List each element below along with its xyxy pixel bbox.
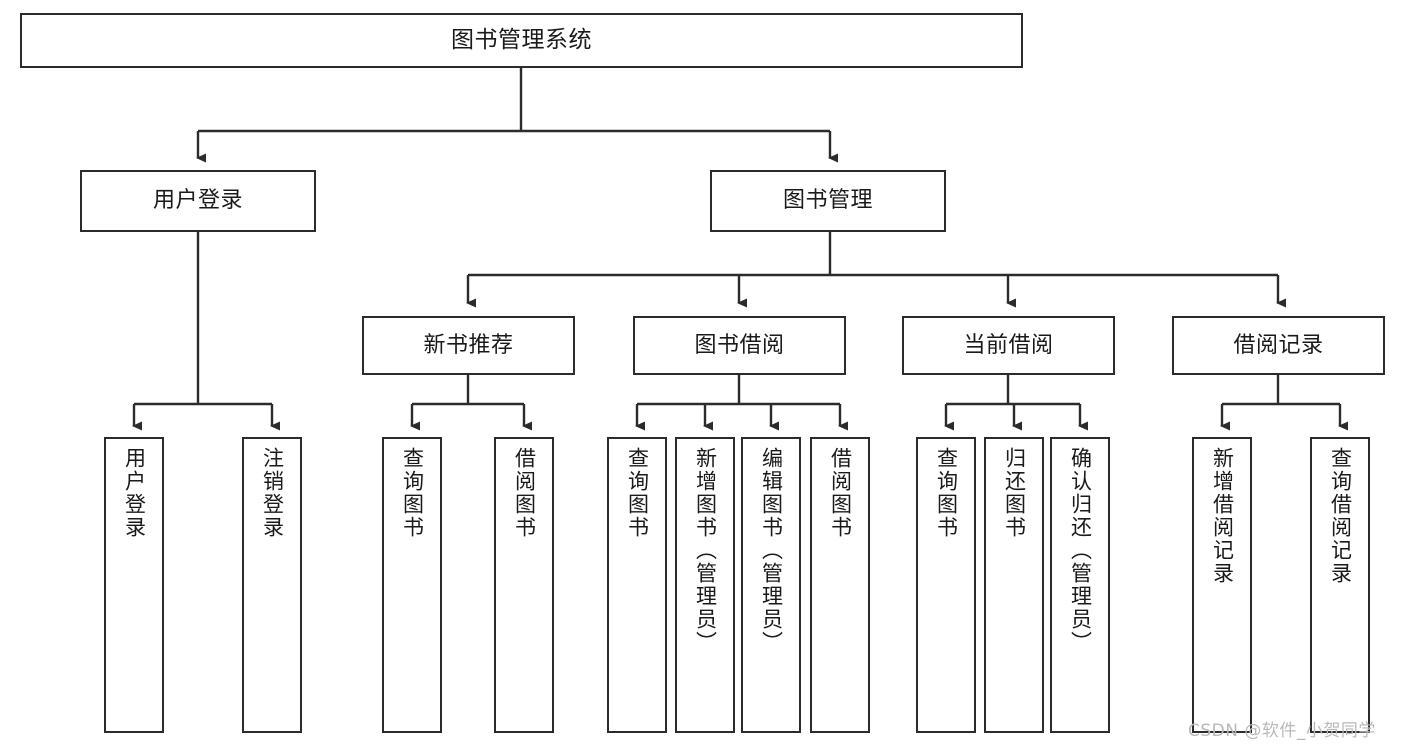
node-root-book-management-system[interactable]: 图书管理系统	[20, 13, 1023, 68]
leaf-book-borrow-add-admin[interactable]: 新增图书（管理员）	[675, 437, 735, 733]
node-user-login[interactable]: 用户登录	[80, 170, 316, 232]
node-label: 查询借阅记录	[1328, 447, 1353, 585]
leaf-new-book-borrow[interactable]: 借阅图书	[494, 437, 554, 733]
node-label: 图书管理系统	[451, 27, 592, 54]
leaf-current-borrow-query[interactable]: 查询图书	[916, 437, 976, 733]
node-book-management[interactable]: 图书管理	[710, 170, 946, 232]
node-label: 查询图书	[934, 447, 959, 539]
node-label: 借阅记录	[1233, 332, 1324, 358]
leaf-book-borrow-query[interactable]: 查询图书	[607, 437, 667, 733]
node-label: 用户登录	[152, 188, 243, 214]
node-borrow-record[interactable]: 借阅记录	[1172, 316, 1385, 375]
node-label: 归还图书	[1002, 447, 1027, 539]
leaf-current-borrow-confirm-admin[interactable]: 确认归还（管理员）	[1050, 437, 1110, 733]
node-label: 新书推荐	[423, 332, 514, 358]
leaf-book-borrow-borrow[interactable]: 借阅图书	[810, 437, 870, 733]
leaf-borrow-record-add[interactable]: 新增借阅记录	[1192, 437, 1252, 733]
leaf-user-login-logout[interactable]: 注销登录	[242, 437, 302, 733]
node-current-borrow[interactable]: 当前借阅	[902, 316, 1115, 375]
leaf-current-borrow-return[interactable]: 归还图书	[984, 437, 1044, 733]
node-label: 图书管理	[782, 188, 873, 214]
node-label: 注销登录	[260, 447, 285, 539]
leaf-borrow-record-query[interactable]: 查询借阅记录	[1310, 437, 1370, 733]
node-label: 借阅图书	[512, 447, 537, 539]
node-label: 查询图书	[400, 447, 425, 539]
node-label: 新增图书（管理员）	[693, 447, 718, 654]
node-label: 新增借阅记录	[1210, 447, 1235, 585]
leaf-book-borrow-edit-admin[interactable]: 编辑图书（管理员）	[741, 437, 801, 733]
leaf-user-login-login[interactable]: 用户登录	[104, 437, 164, 733]
node-label: 查询图书	[625, 447, 650, 539]
node-label: 当前借阅	[963, 332, 1054, 358]
watermark: CSDN @软件_小贺同学	[1188, 721, 1376, 741]
node-label: 确认归还（管理员）	[1068, 447, 1093, 654]
node-new-book-recommend[interactable]: 新书推荐	[362, 316, 575, 375]
node-label: 借阅图书	[828, 447, 853, 539]
node-label: 用户登录	[122, 447, 147, 539]
node-label: 图书借阅	[694, 332, 785, 358]
node-book-borrow[interactable]: 图书借阅	[633, 316, 846, 375]
leaf-new-book-query[interactable]: 查询图书	[382, 437, 442, 733]
node-label: 编辑图书（管理员）	[759, 447, 784, 654]
